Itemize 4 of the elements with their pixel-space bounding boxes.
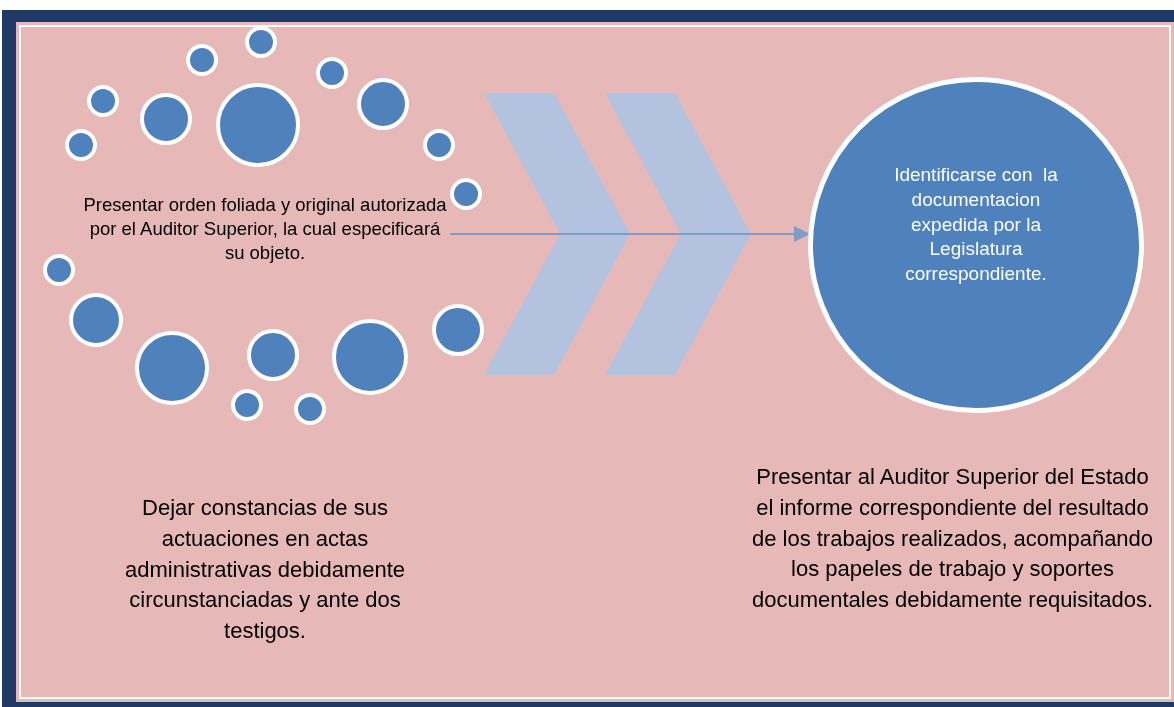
description-text: Dejar constancias de sus actuaciones en actas administrativas debidamente circunstanciadas y ante dos testigos. bbox=[123, 494, 406, 646]
step-text: Presentar orden foliada y original autorizada por el Auditor Superior, la cual especificará su objeto. bbox=[80, 193, 450, 266]
description-text: Presentar al Auditor Superior del Estado el informe correspondiente del resultado de los trabajos realizados, acompañando los papeles de trabajo y soportes documentales debidamente requisitados. bbox=[750, 463, 1155, 615]
chevron-arrow bbox=[449, 226, 810, 242]
